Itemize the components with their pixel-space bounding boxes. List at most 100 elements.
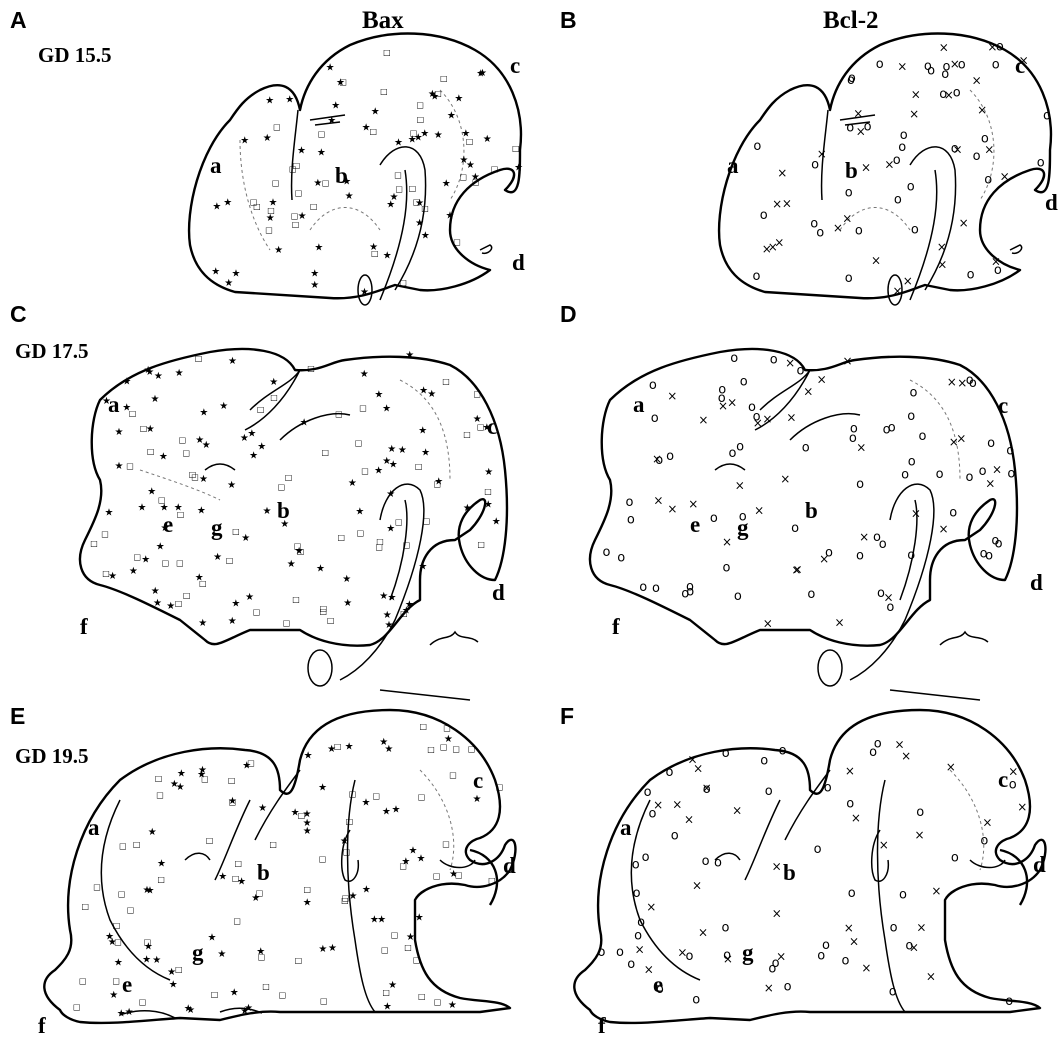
star-marker: ★ bbox=[514, 162, 523, 173]
cross-marker: × bbox=[972, 73, 982, 87]
square-marker: □ bbox=[307, 364, 315, 373]
star-marker: ★ bbox=[448, 1000, 457, 1011]
star-marker: ★ bbox=[228, 616, 237, 627]
panel-letter: F bbox=[560, 703, 574, 729]
star-marker: ★ bbox=[115, 427, 124, 438]
square-marker: □ bbox=[295, 189, 303, 198]
circle-marker: o bbox=[753, 139, 761, 154]
star-marker: ★ bbox=[151, 586, 160, 597]
star-marker: ★ bbox=[223, 197, 232, 208]
circle-marker: o bbox=[1043, 108, 1051, 123]
cross-marker: × bbox=[833, 221, 843, 235]
circle-marker: o bbox=[951, 850, 959, 865]
cross-marker: × bbox=[780, 472, 790, 486]
circle-marker: o bbox=[941, 67, 949, 82]
square-marker: □ bbox=[468, 745, 476, 754]
star-marker: ★ bbox=[386, 489, 395, 500]
cross-marker: × bbox=[897, 60, 907, 74]
square-marker: □ bbox=[477, 540, 485, 549]
square-marker: □ bbox=[370, 127, 378, 136]
circle-marker: o bbox=[855, 223, 863, 238]
region-c: c bbox=[998, 393, 1008, 418]
star-marker: ★ bbox=[427, 389, 436, 400]
cross-marker: × bbox=[944, 88, 954, 102]
star-marker: ★ bbox=[374, 390, 383, 401]
star-marker: ★ bbox=[115, 461, 124, 472]
circle-marker: o bbox=[856, 477, 864, 492]
bcl2-markers: ooooo×o×ooo××o×××oo××oo××ooo××o×ooooooo×… bbox=[598, 737, 1028, 1010]
square-marker: □ bbox=[79, 977, 87, 986]
star-marker: ★ bbox=[392, 805, 401, 816]
star-marker: ★ bbox=[447, 111, 456, 122]
square-marker: □ bbox=[144, 937, 152, 946]
circle-marker: o bbox=[710, 511, 718, 526]
square-marker: □ bbox=[293, 161, 301, 170]
star-marker: ★ bbox=[287, 559, 296, 570]
square-marker: □ bbox=[413, 955, 421, 964]
square-marker: □ bbox=[496, 782, 504, 791]
cross-marker: × bbox=[856, 125, 866, 139]
star-marker: ★ bbox=[265, 95, 274, 106]
cross-marker: × bbox=[772, 197, 782, 211]
square-marker: □ bbox=[199, 579, 207, 588]
square-marker: □ bbox=[279, 990, 287, 999]
cross-marker: × bbox=[785, 356, 795, 370]
star-marker: ★ bbox=[197, 770, 206, 781]
star-marker: ★ bbox=[355, 506, 364, 517]
square-marker: □ bbox=[233, 917, 241, 926]
square-marker: □ bbox=[155, 774, 163, 783]
star-marker: ★ bbox=[175, 368, 184, 379]
square-marker: □ bbox=[433, 872, 441, 881]
panel-letter: C bbox=[10, 301, 27, 327]
square-marker: □ bbox=[343, 847, 351, 856]
star-marker: ★ bbox=[449, 869, 458, 880]
square-marker: □ bbox=[298, 811, 306, 820]
square-marker: □ bbox=[253, 608, 261, 617]
column-title-bcl2: Bcl-2 bbox=[823, 7, 879, 34]
square-marker: □ bbox=[272, 179, 280, 188]
circle-marker: o bbox=[632, 857, 640, 872]
cross-marker: × bbox=[849, 935, 859, 949]
bax-markers: □□★★★★□★★★□★□★□★★★□□★★□□★★★★□□□★★★□□★□★★… bbox=[211, 48, 523, 298]
circle-marker: o bbox=[824, 781, 832, 796]
star-marker: ★ bbox=[152, 955, 161, 966]
square-marker: □ bbox=[285, 473, 293, 482]
circle-marker: o bbox=[825, 546, 833, 561]
panel-letter: B bbox=[560, 7, 577, 33]
circle-marker: o bbox=[886, 600, 894, 615]
star-marker: ★ bbox=[122, 377, 131, 388]
circle-marker: o bbox=[817, 949, 825, 964]
cross-marker: × bbox=[985, 476, 995, 490]
cross-marker: × bbox=[984, 142, 994, 156]
cross-marker: × bbox=[856, 441, 866, 455]
cross-marker: × bbox=[772, 906, 782, 920]
star-marker: ★ bbox=[256, 947, 265, 958]
circle-marker: o bbox=[1037, 156, 1045, 171]
cross-marker: × bbox=[646, 900, 656, 914]
star-marker: ★ bbox=[245, 592, 254, 603]
circle-marker: o bbox=[686, 580, 694, 595]
circle-marker: o bbox=[734, 589, 742, 604]
star-marker: ★ bbox=[257, 442, 266, 453]
square-marker: □ bbox=[477, 422, 485, 431]
circle-marker: o bbox=[1006, 444, 1014, 459]
cross-marker: × bbox=[793, 563, 803, 577]
square-marker: □ bbox=[449, 771, 457, 780]
square-marker: □ bbox=[427, 745, 435, 754]
circle-marker: o bbox=[722, 920, 730, 935]
cross-marker: × bbox=[723, 952, 733, 966]
cross-marker: × bbox=[698, 926, 708, 940]
square-marker: □ bbox=[319, 854, 327, 863]
square-marker: □ bbox=[320, 604, 328, 613]
region-f: f bbox=[38, 1013, 46, 1038]
cross-marker: × bbox=[903, 274, 913, 288]
star-marker: ★ bbox=[148, 827, 157, 838]
star-marker: ★ bbox=[300, 418, 309, 429]
square-marker: □ bbox=[418, 992, 426, 1001]
square-marker: □ bbox=[318, 129, 326, 138]
square-marker: □ bbox=[383, 48, 391, 57]
star-marker: ★ bbox=[310, 280, 319, 291]
cross-marker: × bbox=[735, 479, 745, 493]
cross-marker: × bbox=[937, 240, 947, 254]
circle-marker: o bbox=[876, 57, 884, 72]
